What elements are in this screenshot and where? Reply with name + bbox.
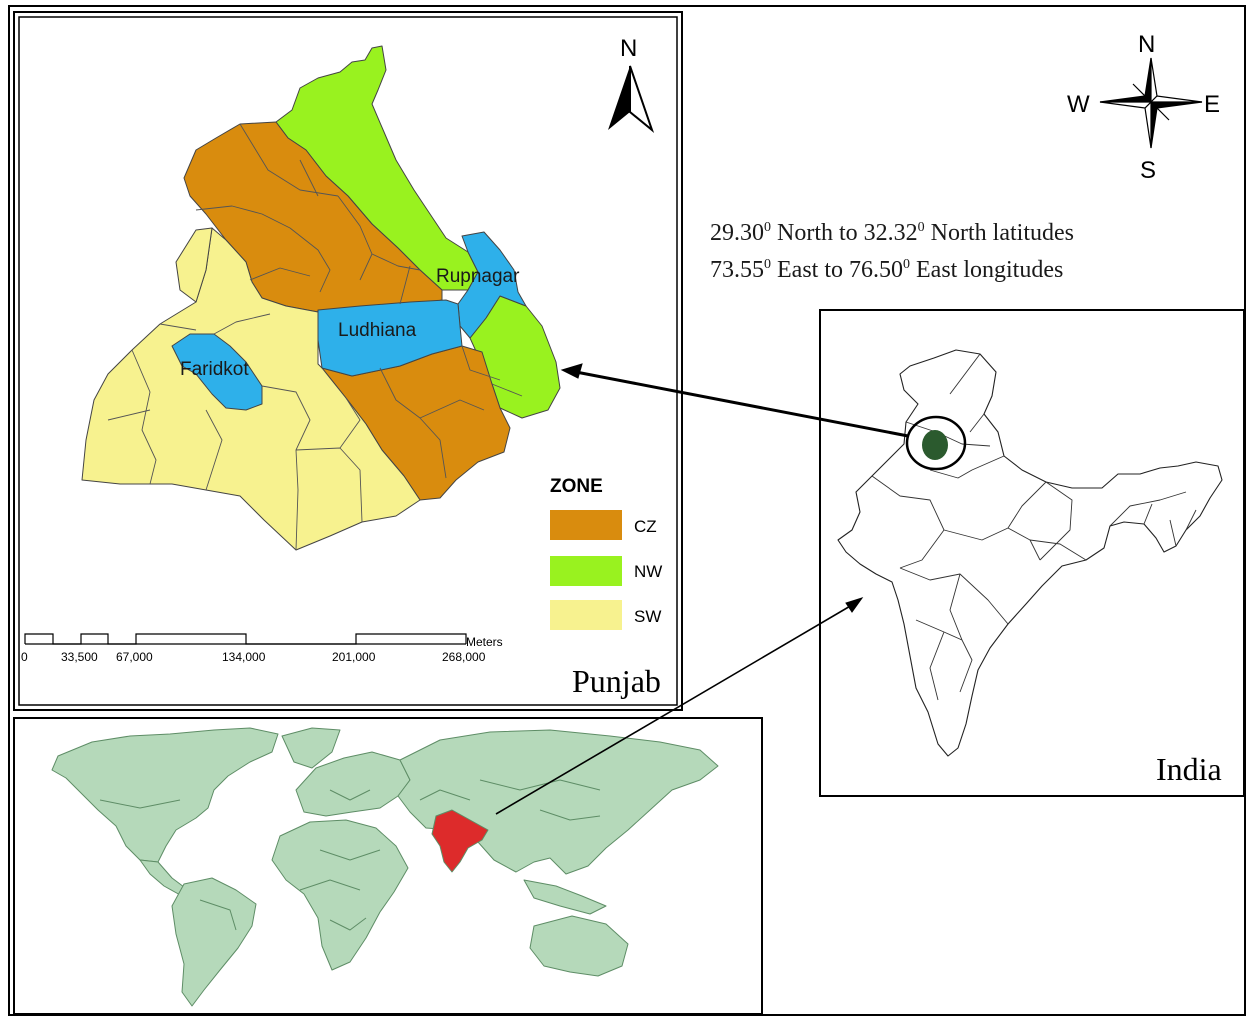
punjab-zone-map bbox=[81, 45, 561, 551]
india-map bbox=[837, 349, 1223, 757]
district-label-faridkot: Faridkot bbox=[180, 359, 249, 380]
country-india-highlight bbox=[431, 809, 489, 873]
world-country-borders bbox=[99, 779, 601, 931]
punjab-panel-inner-frame bbox=[18, 16, 678, 706]
coordinate-text: 29.300 North to 32.320 North latitudes 7… bbox=[710, 212, 1074, 286]
district-label-ludhiana: Ludhiana bbox=[338, 320, 417, 341]
continent-greenland bbox=[281, 727, 341, 769]
district-rupnagar-area bbox=[457, 231, 527, 339]
compass-rose: N S W E bbox=[1067, 31, 1220, 184]
lon-to-dir: East longitudes bbox=[916, 257, 1064, 283]
degree-mark: 0 bbox=[903, 257, 910, 272]
legend-swatch-cz bbox=[550, 510, 622, 540]
scale-tick-0: 0 bbox=[21, 650, 28, 664]
arrow-head-india bbox=[845, 597, 864, 613]
lat-to-dir: North latitudes bbox=[930, 220, 1074, 246]
scale-tick-3: 134,000 bbox=[222, 650, 266, 664]
india-panel-label: India bbox=[1156, 751, 1222, 787]
lon-from-dir: East to bbox=[777, 257, 843, 283]
scale-tick-5: 268,000 bbox=[442, 650, 486, 664]
legend-label-nw: NW bbox=[634, 562, 662, 581]
compass-label-s: S bbox=[1140, 157, 1156, 184]
legend-swatch-sw bbox=[550, 600, 622, 630]
degree-mark: 0 bbox=[917, 220, 925, 235]
scale-tick-1: 33,500 bbox=[61, 650, 98, 664]
degree-mark: 0 bbox=[764, 220, 771, 235]
district-boundaries bbox=[107, 123, 523, 551]
continent-africa bbox=[271, 819, 409, 971]
lon-from-value: 73.55 bbox=[710, 257, 764, 283]
punjab-panel-label: Punjab bbox=[572, 663, 661, 699]
scale-tick-2: 67,000 bbox=[116, 650, 153, 664]
punjab-highlight-circle bbox=[905, 415, 967, 471]
north-arrow-icon bbox=[608, 66, 630, 130]
degree-mark: 0 bbox=[764, 257, 771, 272]
compass-label-n: N bbox=[1138, 31, 1155, 58]
north-arrow-label: N bbox=[620, 35, 637, 62]
connector-arrows bbox=[495, 363, 909, 815]
continent-australia bbox=[529, 915, 629, 977]
arrow-head-punjab bbox=[560, 363, 583, 379]
lat-from-dir: North to bbox=[777, 220, 858, 246]
legend-swatch-nw bbox=[550, 556, 622, 586]
longitude-line: 73.550 East to 76.500 East longitudes bbox=[710, 249, 1074, 286]
arrow-india-to-punjab bbox=[575, 370, 909, 438]
punjab-on-india bbox=[922, 430, 948, 460]
legend-label-cz: CZ bbox=[634, 517, 657, 536]
arrow-world-to-india bbox=[495, 604, 853, 815]
north-arrow: N bbox=[608, 35, 655, 134]
lat-to-value: 32.32 bbox=[863, 220, 918, 246]
district-label-rupnagar: Rupnagar bbox=[436, 266, 520, 287]
compass-icon bbox=[1099, 57, 1203, 149]
india-state-borders bbox=[871, 353, 1197, 701]
lat-from-value: 29.30 bbox=[710, 220, 764, 246]
compass-label-w: W bbox=[1067, 91, 1090, 118]
world-map bbox=[51, 727, 719, 1007]
lon-to-value: 76.50 bbox=[849, 257, 903, 283]
zone-sw-upper bbox=[175, 227, 213, 303]
scale-unit-label: Meters bbox=[466, 635, 503, 649]
scale-bar bbox=[24, 633, 467, 645]
legend-label-sw: SW bbox=[634, 607, 661, 626]
continent-se-asia-islands bbox=[523, 879, 607, 915]
latitude-line: 29.300 North to 32.320 North latitudes bbox=[710, 212, 1074, 249]
legend-title: ZONE bbox=[550, 476, 603, 497]
continent-north-america bbox=[51, 727, 279, 863]
zone-legend: ZONE CZ NW SW bbox=[550, 476, 662, 630]
continent-south-america bbox=[171, 877, 257, 1007]
scale-tick-4: 201,000 bbox=[332, 650, 376, 664]
compass-label-e: E bbox=[1204, 91, 1220, 118]
